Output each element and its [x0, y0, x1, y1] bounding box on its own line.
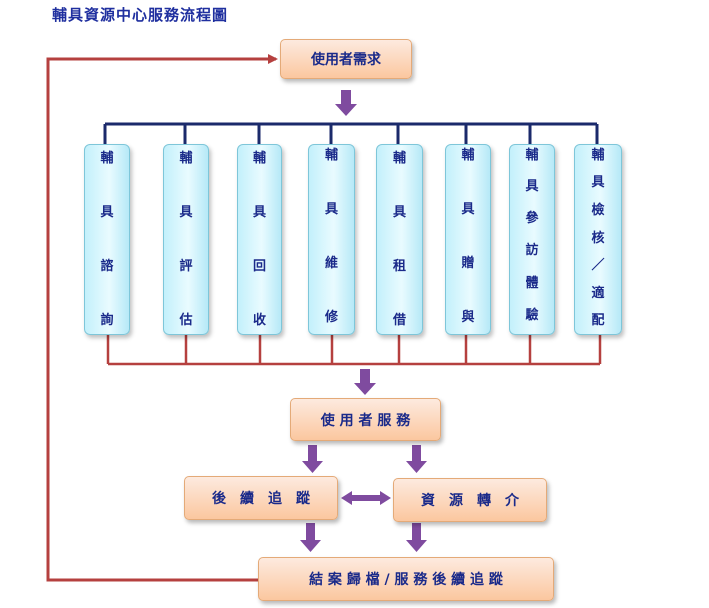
flow-arrows	[300, 90, 427, 552]
arrow-to-follow-up	[302, 445, 323, 473]
service-label-char: 體	[525, 276, 539, 291]
service-label-char: ／	[591, 258, 605, 273]
arrow-follow-up-to-closing	[300, 523, 321, 552]
service-label-char: 輔	[525, 148, 539, 163]
service-label-char: 輔	[252, 151, 266, 166]
service-box-5: 輔具租借	[376, 144, 423, 335]
arrow-to-referral	[406, 445, 427, 473]
service-label-char: 具	[392, 205, 406, 220]
service-label-char: 檢	[591, 203, 605, 218]
service-label-char: 估	[179, 313, 193, 328]
top-branch-bracket	[103, 122, 599, 144]
service-label-char: 驗	[525, 308, 539, 323]
service-label-char: 具	[179, 205, 193, 220]
service-label-char: 參	[525, 211, 539, 226]
service-label-char: 具	[461, 202, 475, 217]
service-box-1: 輔具諮詢	[84, 144, 130, 335]
service-label-char: 修	[324, 310, 338, 325]
service-label-char: 輔	[100, 151, 114, 166]
service-box-8: 輔具檢核 ／ 適配	[574, 144, 622, 335]
service-label-char: 與	[461, 310, 475, 325]
service-label-char: 輔	[392, 151, 406, 166]
case-closing-box: 結 案 歸 檔 / 服 務 後 續 追 蹤	[258, 557, 554, 601]
service-label-char: 贈	[461, 256, 475, 271]
service-label-char: 回	[252, 259, 266, 274]
service-label-char: 維	[324, 256, 338, 271]
service-box-6: 輔具贈與	[445, 144, 491, 335]
service-label-char: 具	[525, 179, 539, 194]
service-label-char: 評	[179, 259, 193, 274]
service-label-char: 租	[392, 259, 406, 274]
arrow-to-user-service	[354, 369, 376, 395]
service-label-char: 輔	[324, 148, 338, 163]
service-label-char: 收	[252, 313, 266, 328]
service-box-3: 輔具回收	[237, 144, 282, 335]
follow-up-box: 後 續 追 蹤	[184, 476, 338, 520]
service-label-char: 輔	[179, 151, 193, 166]
service-label-char: 諮	[100, 259, 114, 274]
service-label-char: 借	[392, 313, 406, 328]
service-label-char: 具	[324, 202, 338, 217]
user-needs-box: 使用者需求	[280, 39, 412, 79]
page-title: 輔具資源中心服務流程圖	[52, 6, 229, 24]
service-label-char: 具	[591, 175, 605, 190]
service-box-4: 輔具維修	[308, 144, 355, 335]
service-label-char: 具	[252, 205, 266, 220]
bottom-merge-bracket	[106, 334, 602, 366]
arrow-to-services	[335, 90, 357, 116]
user-service-box: 使 用 者 服 務	[290, 398, 441, 441]
double-arrow-follow-up-referral	[341, 491, 391, 505]
loop-back-line	[46, 54, 278, 582]
service-label-char: 輔	[461, 148, 475, 163]
service-label-char: 適	[591, 286, 605, 301]
service-label-char: 輔	[591, 148, 605, 163]
service-label-char: 詢	[100, 313, 114, 328]
service-label-char: 配	[591, 313, 605, 328]
service-label-char: 訪	[525, 243, 539, 258]
service-label-char: 核	[591, 231, 605, 246]
service-box-2: 輔具評估	[163, 144, 209, 335]
service-label-char: 具	[100, 205, 114, 220]
service-box-7: 輔具參訪體驗	[509, 144, 555, 335]
arrow-referral-to-closing	[406, 523, 427, 552]
resource-referral-box: 資 源 轉 介	[393, 478, 547, 522]
